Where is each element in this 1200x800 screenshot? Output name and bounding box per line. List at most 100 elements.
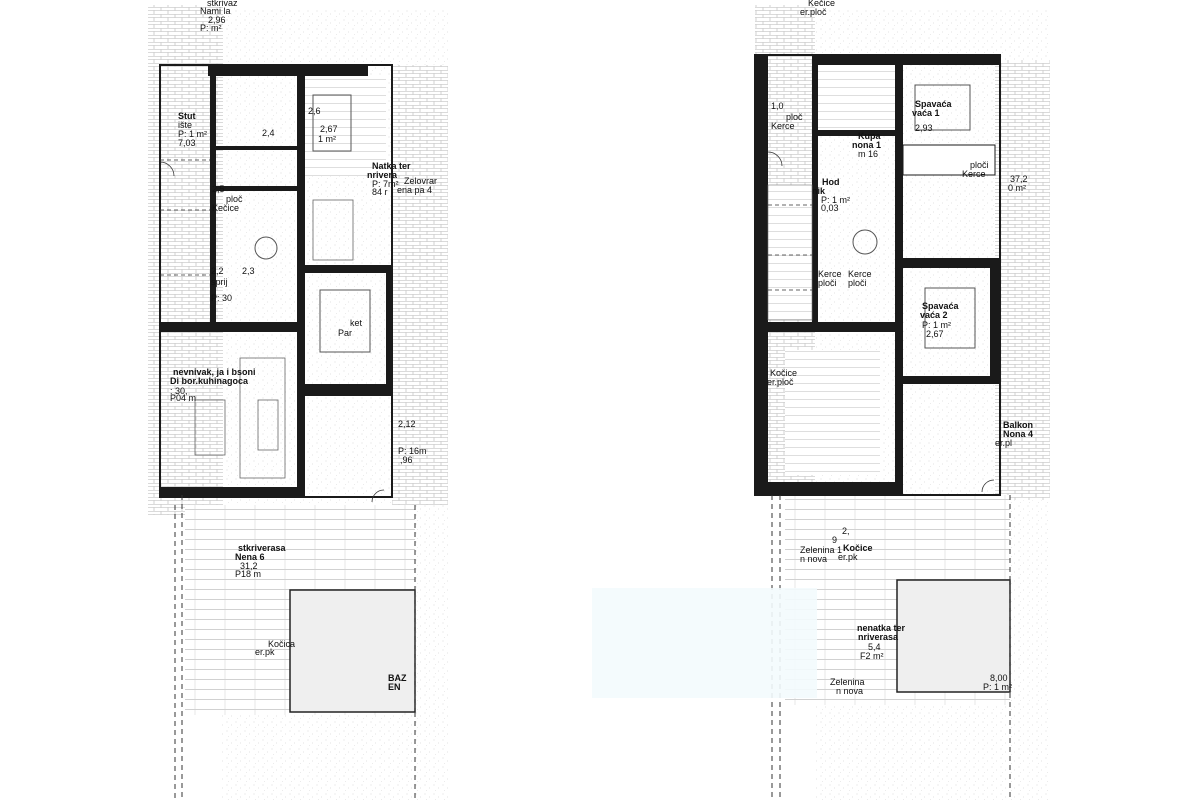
right-label-hod1: Hod <box>822 177 840 187</box>
unit-left <box>148 5 448 800</box>
right-label-kp2: ploči <box>818 278 837 288</box>
left-label-terr3: P: 7m² <box>372 179 399 189</box>
left-label-top-area1: 2,96 <box>208 15 226 25</box>
left-label-terr4: 84 r <box>372 187 388 197</box>
right-label-ko2: er.ploč <box>767 377 794 387</box>
left-label-yd2: Nena 6 <box>235 552 265 562</box>
right-label-ze1: Zelenina 1 <box>800 545 843 555</box>
left-label-plo3: Kečice <box>212 203 240 213</box>
left-wall-v3 <box>386 273 392 384</box>
right-label-top1: Kečice <box>808 0 836 8</box>
right-label-sp2c: P: 1 m² <box>922 320 952 330</box>
right-door-swing-2 <box>981 479 995 493</box>
right-label-kp3: Kerce <box>848 269 872 279</box>
left-label-r1c: 1 m² <box>318 134 336 144</box>
right-label-top2: er.ploč <box>800 7 827 17</box>
right-dashed-inner <box>768 204 812 291</box>
right-label-bt3: er.pl <box>995 438 1013 448</box>
left-label-pool1: BAZ <box>388 673 407 683</box>
left-label-dn4: P04 m <box>170 393 197 403</box>
left-label-zel2: ena pa 4 <box>397 185 433 195</box>
right-label-spa2: vaća 1 <box>912 108 940 118</box>
right-wall-h1 <box>818 130 895 136</box>
left-pool <box>289 589 416 713</box>
right-label-zk3: 2, <box>842 526 850 536</box>
left-label-c3: sprij <box>211 277 228 287</box>
right-brick-east <box>995 60 1050 500</box>
right-bed-1 <box>914 84 971 131</box>
left-label-rs1: 2,12 <box>398 419 416 429</box>
right-wall-h5 <box>903 376 1000 384</box>
left-sofa <box>257 399 279 451</box>
right-label-bt1: Balkon <box>1003 420 1034 430</box>
right-dashed-boundary <box>771 495 1011 800</box>
right-pool <box>896 579 1011 693</box>
right-bed-2 <box>924 287 976 349</box>
right-wall-v1 <box>812 65 818 330</box>
left-stair-block <box>312 199 354 261</box>
right-label-k2: nona 1 <box>852 140 882 150</box>
right-label-nt3: 5,4 <box>868 642 881 652</box>
right-wall-h3 <box>903 258 1000 268</box>
left-bathtub <box>312 94 352 152</box>
right-label-pl4: 0 m² <box>1008 183 1026 193</box>
right-wall-left <box>755 55 768 495</box>
left-label-top-line2: Nami la <box>200 6 231 16</box>
right-wall-v2 <box>895 65 903 495</box>
left-dashed-boundary <box>174 495 416 800</box>
right-door-swing-1 <box>767 151 783 167</box>
right-label-nt4: F2 m² <box>860 651 884 661</box>
left-dashed-inner <box>160 159 210 276</box>
right-label-sp2a: Spavaća <box>922 301 959 311</box>
right-label-a1: 1,0 <box>771 101 784 111</box>
right-label-k1: Kupa <box>858 131 881 141</box>
right-label-hod2: nik <box>812 186 826 196</box>
right-label-zk1: Kočice <box>843 543 873 553</box>
left-label-terr1: Natka ter <box>372 161 411 171</box>
left-label-dn1: nevnivak, ja i bsoni <box>173 367 256 377</box>
left-table-round <box>254 236 278 260</box>
left-kitchen-counter <box>239 357 286 479</box>
right-label-spa3: 2,93 <box>915 123 933 133</box>
unit-right <box>754 5 1050 800</box>
right-label-zk2: er.pk <box>838 552 858 562</box>
left-label-plo2: ploč <box>226 194 243 204</box>
right-label-sp2b: vaća 2 <box>920 310 948 320</box>
left-wall-h3 <box>305 265 392 273</box>
left-wall-v1 <box>210 76 216 322</box>
right-label-pl2: Kerce <box>962 169 986 179</box>
left-label-top-name: stkrivaz <box>207 0 238 8</box>
left-label-r1b: 2,67 <box>320 124 338 134</box>
right-lower-lines <box>785 350 880 475</box>
left-label-par1: ket <box>350 318 363 328</box>
left-label-stub4: 7,03 <box>178 138 196 148</box>
left-bed <box>319 289 371 353</box>
left-wall-mid <box>160 322 305 332</box>
left-label-r2a: 2,4 <box>262 128 275 138</box>
left-door-swing-1 <box>159 161 175 177</box>
left-label-ko1: Kočica <box>268 639 296 649</box>
left-label-top-area2: P: m² <box>200 23 222 33</box>
right-label-ko1: Kočice <box>770 368 798 378</box>
left-label-r1a: 2,6 <box>308 106 321 116</box>
left-label-stub3: P: 1 m² <box>178 129 208 139</box>
left-top-wall <box>208 65 368 76</box>
left-label-rs3: ,96 <box>400 455 413 465</box>
left-label-c1: 2,2 <box>211 266 224 276</box>
right-label-zn1: Zelenina <box>830 677 865 687</box>
left-wall-h2 <box>216 186 297 191</box>
left-wall-h5 <box>216 146 297 150</box>
left-label-plo1: 2,5 <box>212 184 225 194</box>
left-label-stub2: ište <box>178 120 193 130</box>
right-label-kp1: Kerce <box>818 269 842 279</box>
right-stair-block <box>767 184 813 321</box>
left-label-stub1: Stut <box>178 111 196 121</box>
right-label-hod3: P: 1 m² <box>821 195 851 205</box>
right-label-a2: ploč <box>786 112 803 122</box>
right-top-wall <box>812 55 1000 65</box>
right-label-zk4: 9 <box>832 535 838 545</box>
left-label-par2: Par <box>338 328 353 338</box>
right-label-nt1: nenatka ter <box>857 623 906 633</box>
right-label-bt2: Nona 4 <box>1003 429 1034 439</box>
